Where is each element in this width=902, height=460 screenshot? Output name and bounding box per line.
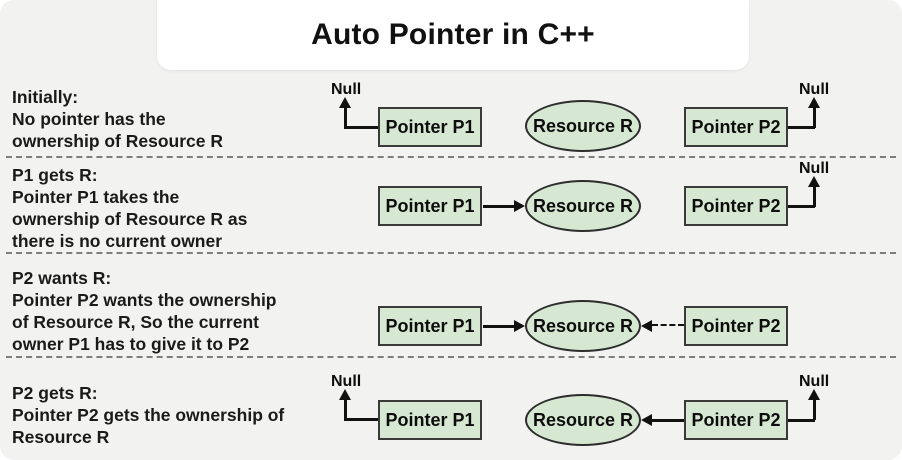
null-label: Null [799, 160, 830, 177]
caption-line: Pointer P2 gets the ownership of [12, 405, 285, 425]
pointer-p1-node: Pointer P1 [378, 400, 482, 440]
caption-line: Initially: [12, 87, 79, 107]
caption-line: ownership of Resource R as [12, 209, 248, 229]
arrowhead-left-icon [641, 320, 652, 332]
pointer-p2-node: Pointer P2 [684, 186, 788, 226]
arrowhead-up-icon [808, 97, 820, 108]
null-label: Null [331, 373, 362, 390]
pointer-p1-node: Pointer P1 [378, 107, 482, 147]
arrowhead-right-icon [514, 200, 525, 212]
null-label: Null [799, 373, 830, 390]
arrowhead-right-icon [514, 320, 525, 332]
resource-r-node: Resource R [525, 100, 641, 152]
row-separator [6, 156, 896, 158]
arrowhead-up-icon [339, 97, 351, 108]
pointer-p2-node: Pointer P2 [684, 400, 788, 440]
caption-line: owner P1 has to give it to P2 [12, 334, 250, 354]
row-separator [6, 252, 896, 254]
arrowhead-up-icon [808, 389, 820, 400]
title-card: Auto Pointer in C++ [157, 0, 749, 70]
caption-line: Pointer P1 takes the [12, 187, 180, 207]
row-caption-p1-gets-r: P1 gets R: Pointer P1 takes the ownershi… [12, 164, 247, 252]
caption-line: ownership of Resource R [12, 131, 224, 151]
resource-r-node: Resource R [525, 180, 641, 232]
caption-line: P2 gets R: [12, 383, 98, 403]
pointer-p2-node: Pointer P2 [684, 107, 788, 147]
row-caption-p2-gets-r: P2 gets R: Pointer P2 gets the ownership… [12, 382, 284, 448]
pointer-p1-node: Pointer P1 [378, 186, 482, 226]
resource-r-node: Resource R [525, 300, 641, 352]
caption-line: of Resource R, So the current [12, 312, 259, 332]
row-caption-p2-wants-r: P2 wants R: Pointer P2 wants the ownersh… [12, 267, 277, 355]
row-separator [6, 356, 896, 358]
row-caption-initially: Initially: No pointer has the ownership … [12, 86, 223, 152]
caption-line: No pointer has the [12, 109, 166, 129]
arrowhead-up-icon [339, 389, 351, 400]
pointer-p1-node: Pointer P1 [378, 306, 482, 346]
caption-line: there is no current owner [12, 231, 223, 251]
caption-line: Resource R [12, 427, 110, 447]
caption-line: P1 gets R: [12, 165, 98, 185]
caption-line: P2 wants R: [12, 268, 112, 288]
resource-r-node: Resource R [525, 394, 641, 446]
null-label: Null [799, 81, 830, 98]
arrowhead-left-icon [641, 414, 652, 426]
pointer-p2-node: Pointer P2 [684, 306, 788, 346]
arrowhead-up-icon [808, 176, 820, 187]
caption-line: Pointer P2 wants the ownership [12, 290, 277, 310]
page-title: Auto Pointer in C++ [311, 18, 595, 51]
null-label: Null [331, 81, 362, 98]
